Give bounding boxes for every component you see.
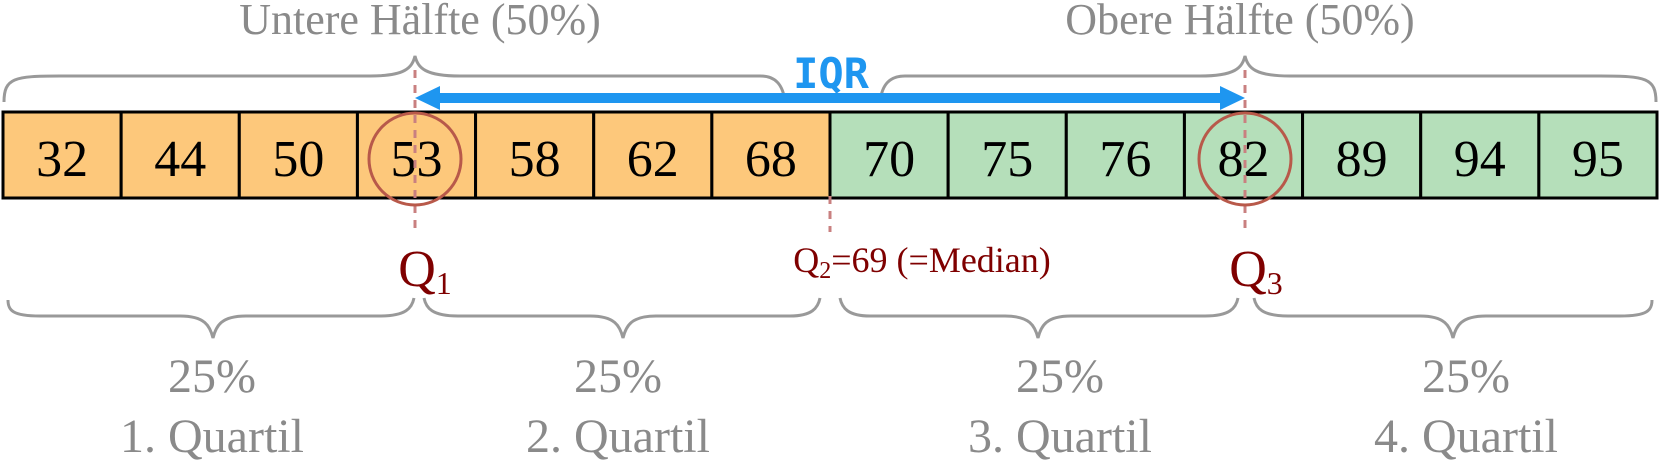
value-cell-text: 76 xyxy=(1099,131,1151,188)
value-cell xyxy=(828,110,950,200)
q3-label: Q3 xyxy=(1229,241,1283,301)
q1-circle xyxy=(367,111,463,207)
upper-half-brace xyxy=(878,55,1658,103)
q1-label: Q1 xyxy=(398,241,452,301)
quartile-4-brace xyxy=(1252,297,1654,339)
value-cell xyxy=(592,110,714,200)
value-cell xyxy=(237,110,359,200)
upper-half-label: Obere Hälfte (50%) xyxy=(1065,0,1414,44)
lower-half-brace xyxy=(2,55,787,103)
value-cell xyxy=(474,110,596,200)
quartile-2-percent: 25% xyxy=(574,350,662,403)
quartile-3-name: 3. Quartil xyxy=(968,410,1152,463)
value-cell-text: 75 xyxy=(981,131,1033,188)
value-cell-text: 62 xyxy=(627,131,679,188)
iqr-label: IQR xyxy=(793,49,870,98)
value-cell xyxy=(1419,110,1541,200)
value-cell xyxy=(1,110,123,200)
quartile-2-brace xyxy=(422,297,822,339)
value-cell-text: 44 xyxy=(154,131,206,188)
value-cell-text: 89 xyxy=(1336,131,1388,188)
value-cell-text: 50 xyxy=(272,131,324,188)
value-cell-text: 94 xyxy=(1454,131,1506,188)
iqr-arrow-right-head xyxy=(1220,86,1245,110)
quartile-4-name: 4. Quartil xyxy=(1374,410,1558,463)
quartile-4-percent: 25% xyxy=(1422,350,1510,403)
q3-circle xyxy=(1197,111,1293,207)
quartile-3-brace xyxy=(838,297,1240,339)
value-cell xyxy=(946,110,1068,200)
value-cell-text: 95 xyxy=(1572,131,1624,188)
quartile-3-percent: 25% xyxy=(1016,350,1104,403)
lower-half-label: Untere Hälfte (50%) xyxy=(239,0,601,44)
q2-label: Q2=69 (=Median) xyxy=(793,240,1051,284)
value-cell-text: 32 xyxy=(36,131,88,188)
value-cell-text: 70 xyxy=(863,131,915,188)
value-cell xyxy=(119,110,241,200)
value-cell xyxy=(1064,110,1186,200)
value-cell-text: 68 xyxy=(745,131,797,188)
iqr-arrow-left-head xyxy=(415,86,440,110)
quartile-1-brace xyxy=(6,297,416,339)
value-cell-text: 58 xyxy=(509,131,561,188)
quartile-1-name: 1. Quartil xyxy=(120,410,304,463)
quartile-2-name: 2. Quartil xyxy=(526,410,710,463)
value-cell xyxy=(1537,110,1659,200)
value-cell xyxy=(1301,110,1423,200)
quartile-1-percent: 25% xyxy=(168,350,256,403)
